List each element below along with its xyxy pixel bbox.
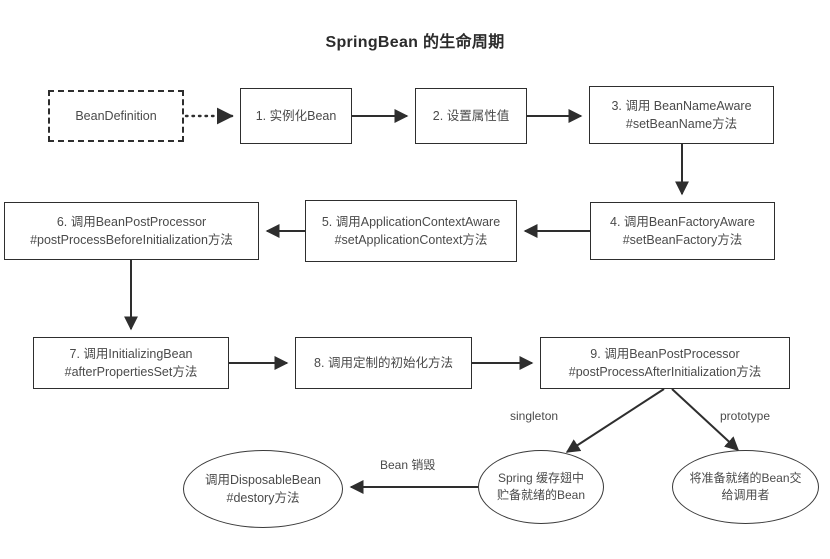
node-step-3-bean-name-aware[interactable]: 3. 调用 BeanNameAware #setBeanName方法 <box>589 86 774 144</box>
edge-label-prototype: prototype <box>718 409 773 423</box>
edge-label-singleton: singleton <box>508 409 561 423</box>
node-disposable-bean-destroy[interactable]: 调用DisposableBean #destory方法 <box>183 450 343 528</box>
node-step-2-populate-properties[interactable]: 2. 设置属性值 <box>415 88 527 144</box>
node-prototype-handover[interactable]: 将准备就绪的Bean交 给调用者 <box>672 450 819 524</box>
node-bean-definition[interactable]: BeanDefinition <box>48 90 184 142</box>
node-step-8-custom-init[interactable]: 8. 调用定制的初始化方法 <box>295 337 472 389</box>
node-step-9-post-process-after-init[interactable]: 9. 调用BeanPostProcessor #postProcessAfter… <box>540 337 790 389</box>
node-step-1-instantiate[interactable]: 1. 实例化Bean <box>240 88 352 144</box>
edge-9-to-singleton <box>565 388 665 453</box>
node-step-5-application-context-aware[interactable]: 5. 调用ApplicationContextAware #setApplica… <box>305 200 517 262</box>
node-step-6-post-process-before-init[interactable]: 6. 调用BeanPostProcessor #postProcessBefor… <box>4 202 259 260</box>
node-step-7-initializing-bean[interactable]: 7. 调用InitializingBean #afterPropertiesSe… <box>33 337 229 389</box>
node-step-4-bean-factory-aware[interactable]: 4. 调用BeanFactoryAware #setBeanFactory方法 <box>590 202 775 260</box>
edge-label-bean-destroy: Bean 销毁 <box>378 456 438 473</box>
node-singleton-cache[interactable]: Spring 缓存翅中 贮备就绪的Bean <box>478 450 604 524</box>
page-title: SpringBean 的生命周期 <box>325 34 505 51</box>
